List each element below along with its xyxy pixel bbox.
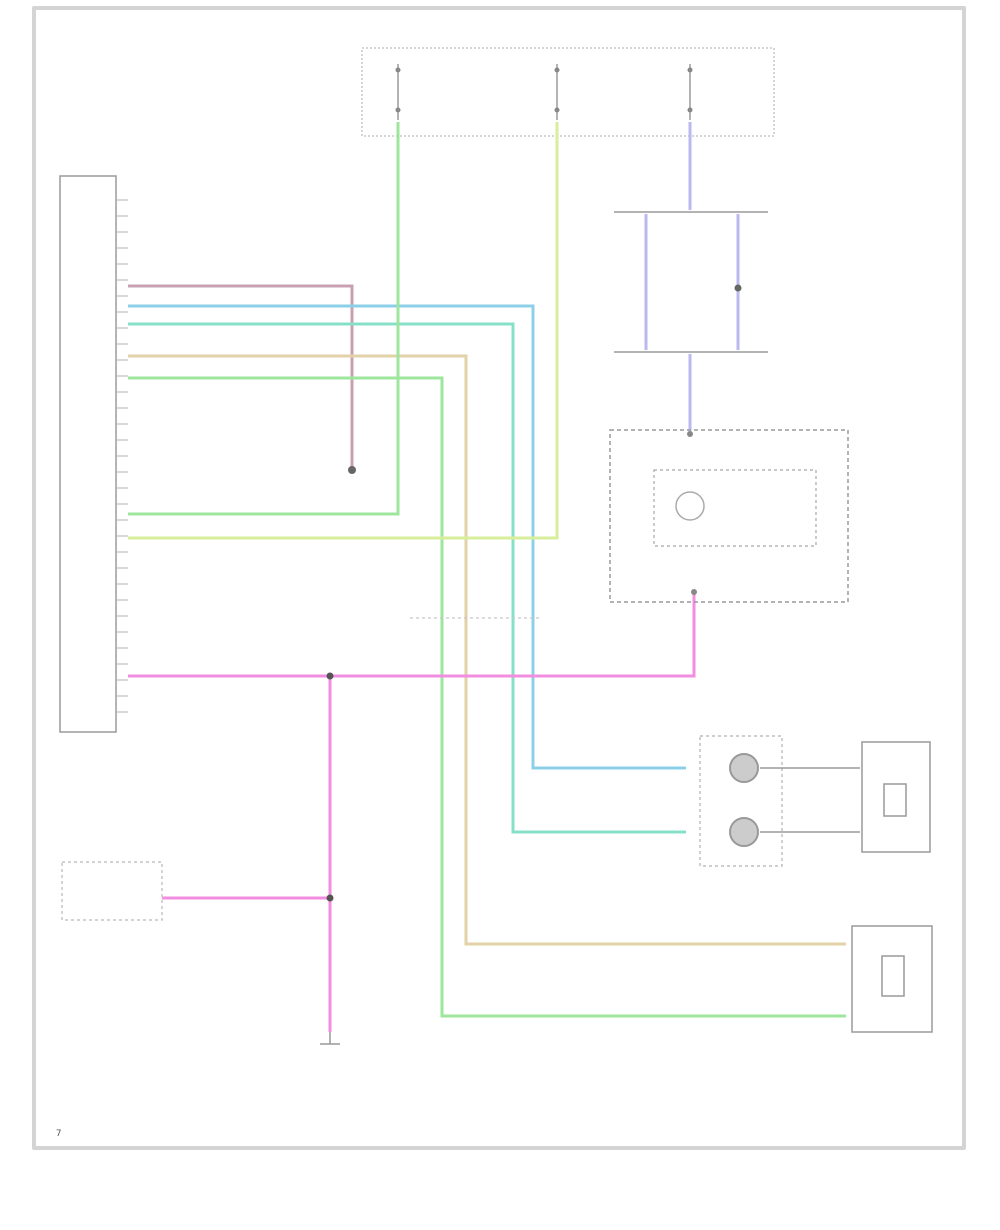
fuse-terminal-3 <box>687 64 693 120</box>
ground-symbol-icon <box>320 1032 340 1045</box>
solenoid <box>851 925 933 1033</box>
ground-splice-right <box>734 284 742 292</box>
wire-brown <box>128 284 354 470</box>
instrument-cluster <box>609 429 849 603</box>
fuse-terminal-2 <box>554 64 560 120</box>
cluster-lamp-icon <box>675 491 705 521</box>
sensor-coil-icon <box>729 753 759 783</box>
speed-sensor-resistor <box>861 741 931 853</box>
speed-sensor <box>699 735 860 867</box>
diagnostic-connector <box>61 861 163 921</box>
sensor-coil-icon-2 <box>729 817 759 847</box>
pink-splice-2 <box>326 894 334 902</box>
pink-splice-1 <box>326 672 334 680</box>
wire-tan <box>128 354 846 946</box>
fuse-relay-box <box>361 47 775 137</box>
wire-lightgreen-top <box>128 122 559 540</box>
diagram-code: 7 <box>56 1129 61 1139</box>
fuse-terminal-1 <box>395 64 401 120</box>
ground-splice-top <box>348 466 356 474</box>
control-module <box>59 175 128 733</box>
wire-teal <box>128 322 686 834</box>
module-pin-ticks <box>116 199 128 713</box>
solenoid-coil-icon <box>881 955 905 997</box>
wire-green <box>128 376 846 1018</box>
diagram-frame <box>32 6 966 1150</box>
wire-green-top <box>128 122 400 516</box>
wire-pink <box>128 592 696 678</box>
